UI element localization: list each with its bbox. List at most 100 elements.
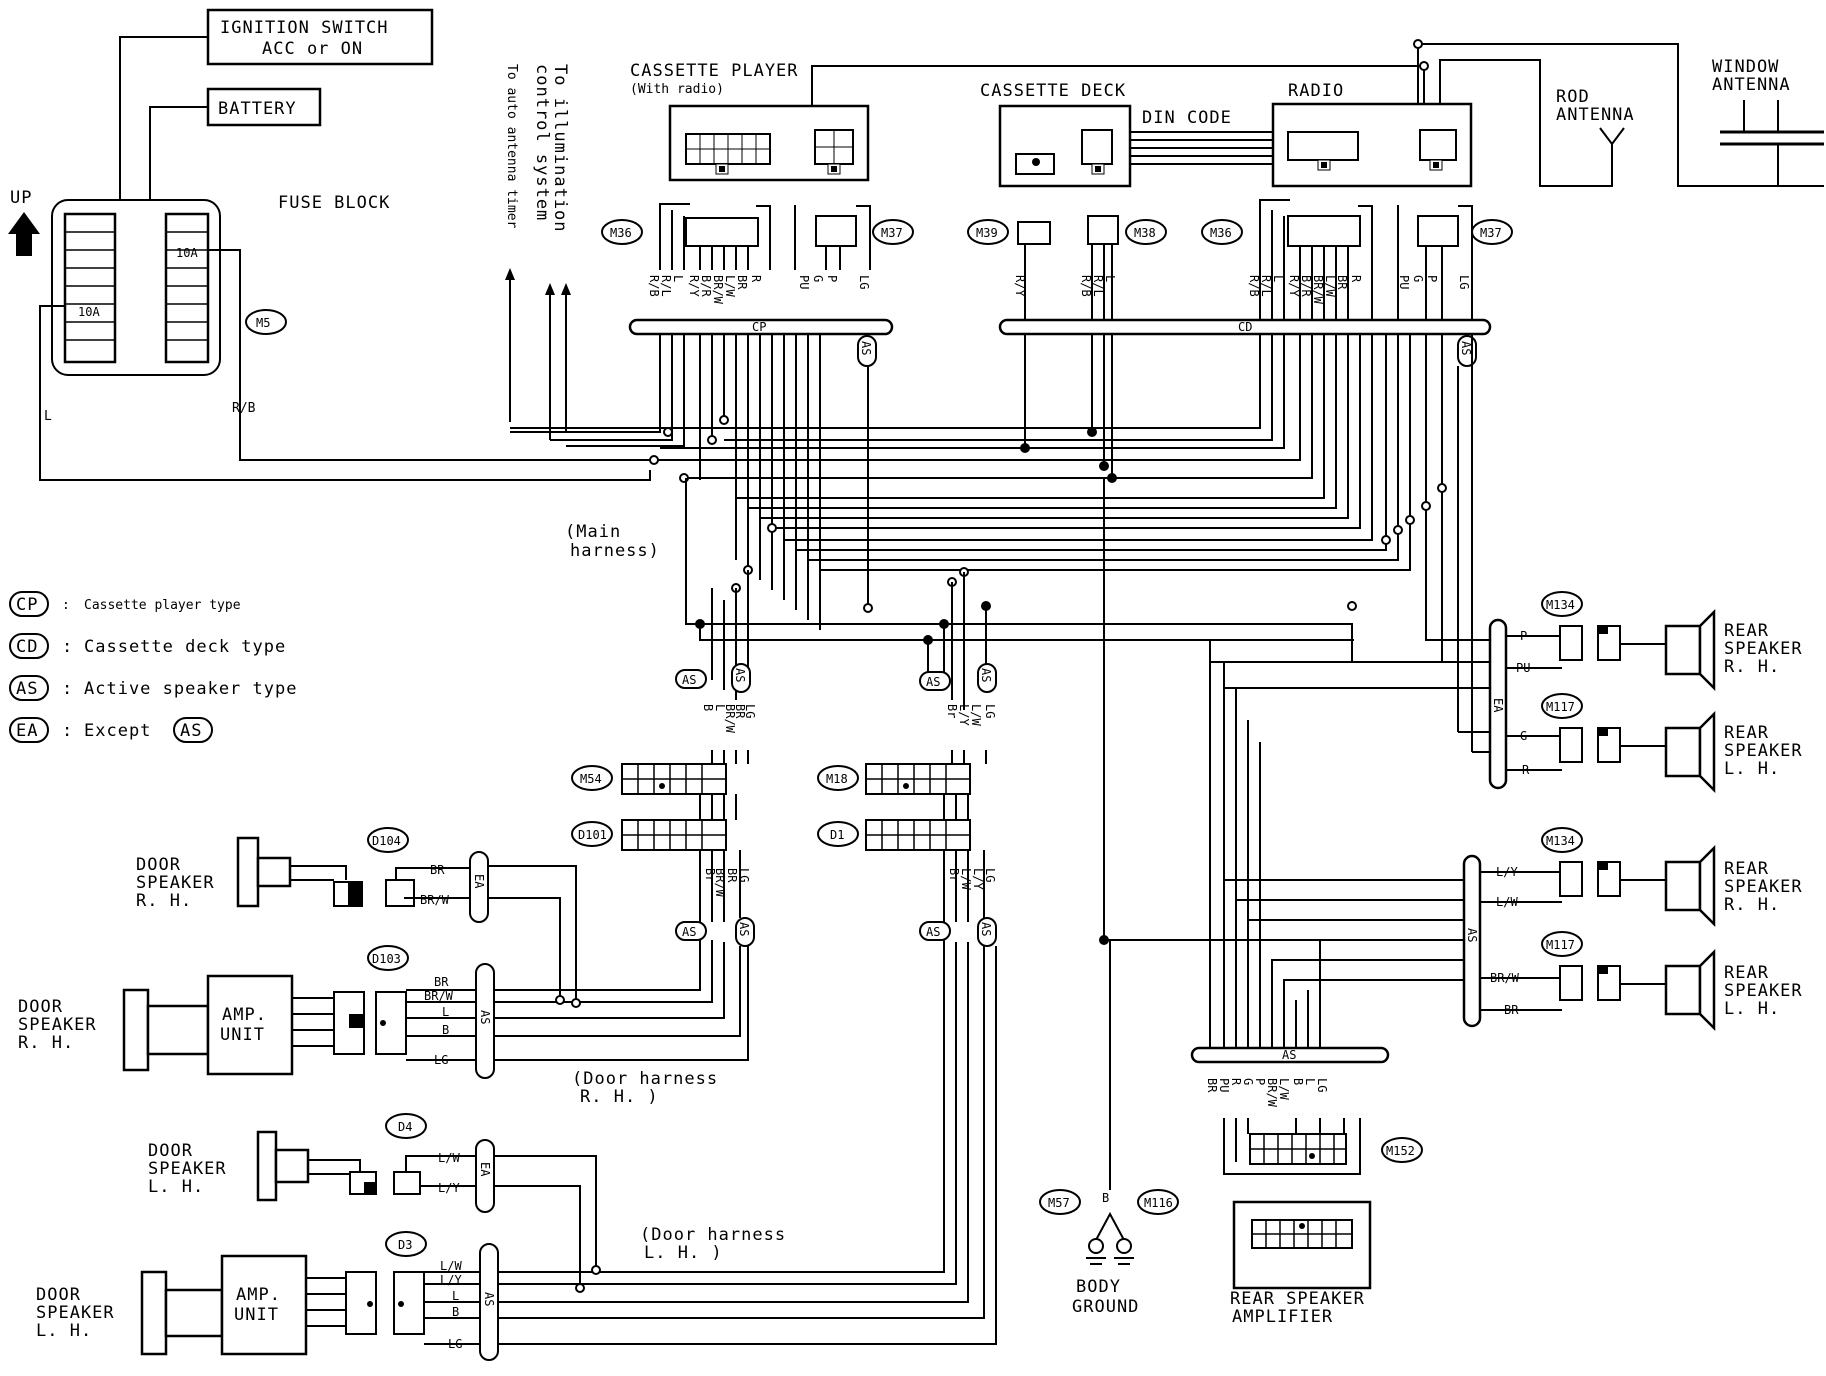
svg-text:R. H. ): R. H. ) (580, 1087, 659, 1107)
door-speaker-rh-ea: DOOR SPEAKER R. H. (136, 836, 363, 911)
svg-text:G: G (1520, 729, 1527, 743)
svg-text:BATTERY: BATTERY (218, 99, 297, 119)
svg-text:BR: BR (1205, 1078, 1219, 1093)
svg-text:LG: LG (983, 704, 997, 718)
svg-text:M5: M5 (256, 316, 270, 330)
svg-text:Br: Br (947, 868, 961, 882)
cp-stub-wires (659, 203, 871, 270)
svg-text:M37: M37 (1480, 226, 1502, 240)
svg-text:BR/W: BR/W (723, 704, 737, 734)
svg-text:AS: AS (737, 922, 751, 936)
svg-text:REAR: REAR (1724, 963, 1769, 983)
svg-text:BR: BR (1335, 275, 1349, 290)
svg-text:SPEAKER: SPEAKER (36, 1303, 115, 1323)
svg-text:PU: PU (1397, 275, 1411, 289)
svg-text:L. H.: L. H. (1724, 999, 1780, 1019)
svg-text:DOOR: DOOR (148, 1141, 193, 1161)
svg-text:Br: Br (945, 704, 959, 718)
svg-text:M57: M57 (1048, 1196, 1070, 1210)
svg-text:10A: 10A (176, 246, 198, 260)
svg-text:P: P (1425, 275, 1439, 282)
svg-text::: : (62, 721, 73, 741)
svg-text:CD: CD (1238, 320, 1252, 334)
svg-text:L: L (1103, 275, 1117, 282)
cd-bar: CD (998, 318, 1492, 336)
svg-text:AS: AS (16, 679, 38, 699)
connector-m5-tag: M5 (245, 309, 287, 335)
svg-text:ROD: ROD (1556, 87, 1590, 107)
ignition-switch: IGNITION SWITCH ACC or ON (206, 8, 434, 66)
svg-text:AS: AS (180, 721, 202, 741)
svg-text:EA: EA (1491, 698, 1505, 713)
svg-text:CP: CP (16, 595, 38, 615)
svg-text:EA: EA (478, 1162, 492, 1177)
svg-text:UNIT: UNIT (220, 1025, 265, 1045)
svg-text:R/L: R/L (1259, 275, 1273, 297)
m37-cp-plug (815, 215, 857, 247)
rh-door-harness-wires (494, 850, 749, 1061)
as-bar-rear: AS (1462, 854, 1482, 1028)
svg-text:AS: AS (733, 668, 747, 682)
svg-text:(Main: (Main (565, 522, 621, 542)
svg-text:G: G (1411, 275, 1425, 282)
svg-text:L: L (671, 275, 685, 282)
svg-text:AS: AS (682, 673, 696, 687)
svg-text:AS: AS (1465, 928, 1479, 942)
din-code: DIN CODE (1130, 108, 1273, 165)
svg-text:SPEAKER: SPEAKER (136, 873, 215, 893)
svg-text:L/Y: L/Y (440, 1273, 462, 1287)
svg-text:REAR SPEAKER: REAR SPEAKER (1230, 1289, 1365, 1309)
door-speaker-lh-as: DOOR SPEAKER L. H. AMP. UNIT (36, 1254, 377, 1356)
svg-text:R/L: R/L (659, 275, 673, 297)
as-tags-d101: AS AS (675, 917, 755, 947)
svg-text:DIN CODE: DIN CODE (1142, 108, 1232, 128)
radio: RADIO (1271, 81, 1473, 188)
cd-as-tag: AS (1457, 335, 1477, 367)
svg-text:REAR: REAR (1724, 723, 1769, 743)
svg-text:UNIT: UNIT (234, 1305, 279, 1325)
svg-text:(Door harness: (Door harness (572, 1069, 718, 1089)
svg-text:BR/W: BR/W (1311, 275, 1325, 305)
svg-text:EA: EA (16, 721, 38, 741)
to-illumination-note: To illumination control system (532, 64, 571, 440)
svg-text:(Door harness: (Door harness (640, 1225, 786, 1245)
svg-text:SPEAKER: SPEAKER (1724, 877, 1803, 897)
rear-speaker-rh-ea: M134 P PU REAR SPEAKER R. H. (1516, 591, 1802, 692)
svg-text:DOOR: DOOR (18, 997, 63, 1017)
svg-text:BODY: BODY (1076, 1277, 1121, 1297)
cp-wire-colors: R/B R/L L R/Y B/R BR/W L/W BR R PU G P L… (647, 275, 871, 305)
legend-item-cd: CD : Cassette deck type (9, 633, 285, 659)
svg-text:BR/W: BR/W (711, 275, 725, 305)
svg-text:L: L (1271, 275, 1285, 282)
legend-item-ea: EA : Except AS (9, 717, 213, 743)
svg-text:R: R (1522, 763, 1530, 777)
svg-text:L. H.: L. H. (36, 1321, 92, 1341)
svg-text:D4: D4 (398, 1120, 412, 1134)
svg-text:10A: 10A (78, 305, 100, 319)
svg-text:L: L (713, 704, 727, 711)
svg-text:M54: M54 (580, 772, 602, 786)
svg-text:B/R: B/R (1299, 275, 1313, 297)
svg-text:IGNITION SWITCH: IGNITION SWITCH (220, 18, 389, 38)
window-antenna: WINDOW ANTENNA (1712, 57, 1824, 186)
svg-text:LG: LG (1315, 1078, 1329, 1092)
svg-text:AS: AS (979, 922, 993, 936)
rear-speaker-amplifier: REAR SPEAKER AMPLIFIER (1230, 1200, 1372, 1327)
svg-text:ACC or ON: ACC or ON (262, 39, 363, 59)
lh-door-harness-wires (498, 850, 997, 1345)
svg-text:P: P (1253, 1078, 1267, 1085)
svg-text:SPEAKER: SPEAKER (18, 1015, 97, 1035)
svg-text:BR/W: BR/W (424, 989, 454, 1003)
svg-text:AMPLIFIER: AMPLIFIER (1232, 1307, 1333, 1327)
ground-wire-label: B (1102, 1191, 1109, 1205)
svg-text:BR: BR (1504, 1003, 1519, 1017)
d1-wire-colors: Br L/W L/Y LG (947, 868, 997, 890)
svg-text:PU: PU (1516, 661, 1530, 675)
connector-m152: M152 (1223, 1118, 1423, 1175)
svg-text:M38: M38 (1134, 226, 1156, 240)
svg-text:R/Y: R/Y (1287, 275, 1301, 297)
svg-text:To auto antenna timer: To auto antenna timer (504, 64, 519, 229)
svg-text:D1: D1 (830, 828, 844, 842)
svg-text:M134: M134 (1546, 834, 1575, 848)
svg-text:M117: M117 (1546, 938, 1575, 952)
